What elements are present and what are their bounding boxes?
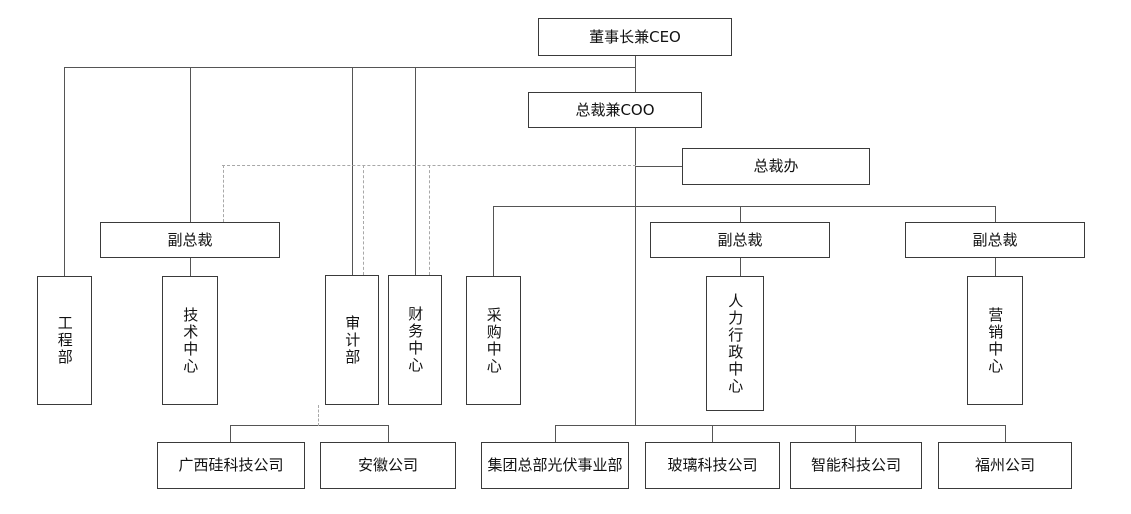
connector-coo-to-president-office bbox=[635, 166, 683, 167]
connector-bottom-right-bus bbox=[555, 425, 1005, 426]
dashed-drop-finance bbox=[429, 165, 430, 275]
node-smart-technology[interactable]: 智能科技公司 bbox=[790, 442, 922, 489]
node-guangxi-silicon[interactable]: 广西硅科技公司 bbox=[157, 442, 305, 489]
connector-drop-audit bbox=[352, 67, 353, 275]
connector-vp-bus bbox=[493, 206, 996, 207]
node-marketing-center[interactable]: 营销中心 bbox=[967, 276, 1023, 405]
connector-ceo-down bbox=[635, 55, 636, 68]
connector-vp-left-to-technology bbox=[190, 258, 191, 276]
connector-drop-fuzhou bbox=[1005, 425, 1006, 442]
node-procurement-center[interactable]: 采购中心 bbox=[466, 276, 521, 405]
connector-drop-vp-left bbox=[190, 67, 191, 222]
node-engineering-dept[interactable]: 工程部 bbox=[37, 276, 92, 405]
connector-drop-group-pv bbox=[555, 425, 556, 442]
connector-drop-guangxi bbox=[230, 425, 231, 442]
node-audit-dept[interactable]: 审计部 bbox=[325, 275, 379, 405]
node-hr-admin-center[interactable]: 人力行政中心 bbox=[706, 276, 764, 411]
node-president-office[interactable]: 总裁办 bbox=[682, 148, 870, 185]
connector-top-bus bbox=[64, 67, 636, 68]
connector-drop-glass bbox=[712, 425, 713, 442]
connector-vp-mid-to-hr bbox=[740, 258, 741, 276]
node-technology-center[interactable]: 技术中心 bbox=[162, 276, 218, 405]
dashed-drop-bottom-left bbox=[318, 405, 319, 426]
connector-drop-finance bbox=[415, 67, 416, 275]
node-vp-right[interactable]: 副总裁 bbox=[905, 222, 1085, 258]
dashed-drop-audit bbox=[363, 165, 364, 275]
node-glass-technology[interactable]: 玻璃科技公司 bbox=[645, 442, 780, 489]
dashed-drop-vp-left bbox=[223, 165, 224, 222]
node-vp-mid[interactable]: 副总裁 bbox=[650, 222, 830, 258]
node-anhui-company[interactable]: 安徽公司 bbox=[320, 442, 456, 489]
connector-drop-smart bbox=[855, 425, 856, 442]
connector-coo-spine bbox=[635, 128, 636, 426]
node-vp-left[interactable]: 副总裁 bbox=[100, 222, 280, 258]
connector-drop-vp-right bbox=[995, 206, 996, 222]
connector-ceo-to-coo bbox=[635, 67, 636, 92]
connector-bottom-left-bus bbox=[230, 425, 389, 426]
connector-drop-engineering bbox=[64, 67, 65, 276]
connector-drop-procurement bbox=[493, 206, 494, 276]
node-group-pv-division[interactable]: 集团总部光伏事业部 bbox=[481, 442, 629, 489]
connector-vp-right-to-marketing bbox=[995, 258, 996, 276]
node-coo[interactable]: 总裁兼COO bbox=[528, 92, 702, 128]
connector-drop-vp-mid bbox=[740, 206, 741, 222]
connector-drop-anhui bbox=[388, 425, 389, 442]
node-finance-center[interactable]: 财务中心 bbox=[388, 275, 442, 405]
node-ceo[interactable]: 董事长兼CEO bbox=[538, 18, 732, 56]
node-fuzhou-company[interactable]: 福州公司 bbox=[938, 442, 1072, 489]
